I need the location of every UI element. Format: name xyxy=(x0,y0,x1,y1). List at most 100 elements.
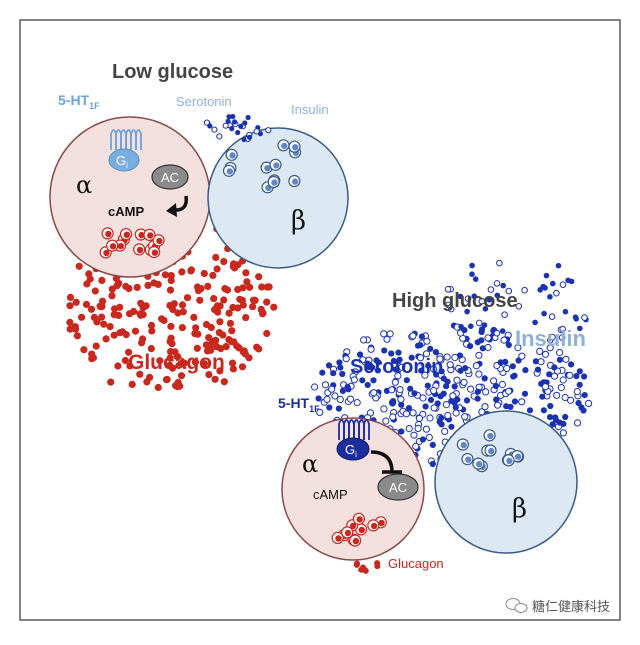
secreted-dot xyxy=(499,328,506,334)
glucagon-dot xyxy=(88,350,96,358)
glucagon-dot xyxy=(161,271,169,279)
low-glucagon-label: Glucagon xyxy=(128,351,225,374)
secreted-dot xyxy=(532,319,538,326)
secreted-dot xyxy=(547,294,553,300)
glucagon-dot xyxy=(209,271,217,279)
secreted-dot xyxy=(444,286,452,293)
glucagon-dot xyxy=(108,292,116,300)
secreted-dot xyxy=(496,259,503,267)
glucagon-dot xyxy=(78,313,86,321)
glucagon-dot xyxy=(148,327,156,335)
insulin-granule-core xyxy=(488,447,495,455)
glucagon-dot xyxy=(228,338,236,346)
secreted-dot xyxy=(396,356,403,363)
secreted-dot xyxy=(550,280,556,287)
glucagon-granule-core xyxy=(349,522,357,530)
glucagon-granule-core xyxy=(109,243,117,250)
insulin-granule-core xyxy=(292,144,299,151)
glucagon-dot xyxy=(374,560,381,567)
secreted-dot xyxy=(497,359,504,366)
glucagon-dot xyxy=(178,324,186,332)
secreted-dot xyxy=(370,389,378,397)
secreted-dot xyxy=(418,333,425,340)
glucagon-dot xyxy=(220,378,228,386)
glucagon-granule-core xyxy=(156,237,163,245)
secreted-dot xyxy=(521,286,528,294)
insulin-granule-core xyxy=(264,165,271,172)
secreted-dot xyxy=(440,375,447,382)
secreted-dot xyxy=(451,383,458,390)
secreted-dot xyxy=(241,136,247,143)
secreted-dot xyxy=(451,399,458,406)
glucagon-dot xyxy=(179,308,187,316)
glucagon-dot xyxy=(116,329,124,337)
secreted-dot xyxy=(364,360,371,367)
glucagon-dot xyxy=(139,311,147,319)
secreted-dot xyxy=(430,386,438,395)
secreted-dot xyxy=(396,386,404,394)
glucagon-dot xyxy=(172,382,180,390)
secreted-dot xyxy=(532,358,540,365)
secreted-dot xyxy=(238,123,244,129)
glucagon-dot xyxy=(85,270,93,278)
glucagon-dot xyxy=(213,343,221,351)
secreted-dot xyxy=(350,376,358,384)
secreted-dot xyxy=(336,395,344,403)
secreted-dot xyxy=(380,330,388,338)
high-alpha-cell xyxy=(281,417,425,561)
secreted-dot xyxy=(541,310,547,317)
glucagon-dot xyxy=(126,362,134,370)
secreted-dot xyxy=(543,272,550,279)
secreted-dot xyxy=(449,392,457,400)
glucagon-granule-core xyxy=(370,522,378,530)
glucagon-dot xyxy=(128,380,136,388)
glucagon-dot xyxy=(242,314,250,322)
secreted-dot xyxy=(501,311,508,319)
glucagon-dot xyxy=(202,341,210,349)
glucagon-dot xyxy=(219,331,227,339)
secreted-dot xyxy=(373,357,380,364)
glucagon-dot xyxy=(75,262,83,270)
glucagon-granule-core xyxy=(358,526,365,534)
high-ac-enzyme-icon xyxy=(377,473,419,501)
insulin-granule-core xyxy=(281,142,288,150)
secreted-dot xyxy=(235,129,241,136)
low-alpha-granules xyxy=(99,227,165,259)
secreted-dot xyxy=(315,395,322,402)
secreted-dot xyxy=(486,297,493,303)
secreted-dot xyxy=(479,345,486,352)
secreted-dot xyxy=(556,356,564,363)
glucagon-dot xyxy=(174,309,182,317)
secreted-dot xyxy=(383,335,391,343)
glucagon-granule-core xyxy=(344,529,352,537)
secreted-dot xyxy=(397,395,405,403)
glucagon-dot xyxy=(362,567,369,574)
glucagon-dot xyxy=(125,284,133,293)
high-glucose-panel: Gi AC α cAMP β High glucose Serotonin In… xyxy=(278,259,593,574)
glucagon-dot xyxy=(200,269,208,278)
glucagon-dot xyxy=(139,335,147,343)
secreted-dot xyxy=(398,428,405,435)
secreted-dot xyxy=(547,402,554,410)
secreted-dot xyxy=(226,114,232,120)
glucagon-dot xyxy=(154,280,162,288)
secreted-dot xyxy=(487,286,495,293)
glucagon-dot xyxy=(205,371,213,379)
glucagon-dot xyxy=(66,318,74,326)
high-insulin-label: Insulin xyxy=(515,326,586,351)
glucagon-dot xyxy=(255,273,263,281)
secreted-dot xyxy=(555,262,562,269)
secreted-dot xyxy=(216,133,223,140)
secreted-dot xyxy=(408,354,415,361)
low-glucose-panel: Gi AC α cAMP β Low glucose 5-HT1F Seroto… xyxy=(49,61,349,392)
glucagon-dot xyxy=(216,318,224,326)
secreted-dot xyxy=(568,361,575,368)
secreted-dot xyxy=(562,413,569,421)
glucagon-dot xyxy=(193,344,201,352)
secreted-dot xyxy=(222,122,229,129)
glucagon-dot xyxy=(92,342,100,350)
low-alpha-symbol: α xyxy=(76,171,92,199)
secreted-dot xyxy=(558,334,566,341)
secreted-dot xyxy=(207,123,213,129)
secreted-dot xyxy=(505,287,513,295)
